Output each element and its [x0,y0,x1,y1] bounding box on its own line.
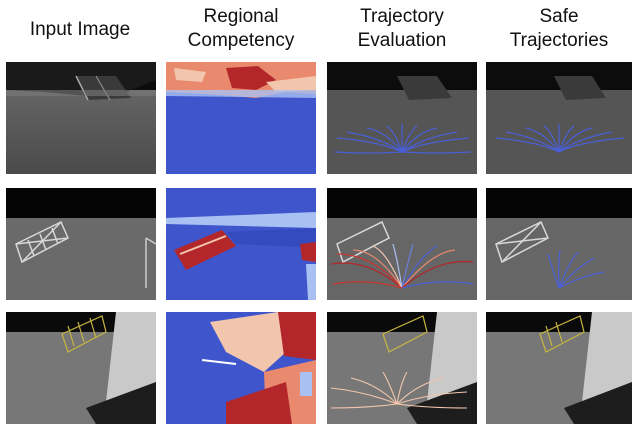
safe-trajectories-row3 [486,312,632,424]
safe-trajectories-row1 [486,62,632,174]
header-input-image: Input Image [29,19,131,40]
trajectory-eval-row3 [327,312,477,424]
safe-trajectories-row2 [486,188,632,300]
input-image-row2 [6,188,156,300]
competency-map-row3 [166,312,316,424]
trajectory-eval-row1 [327,62,477,174]
competency-map-row2 [166,188,316,300]
input-image-row1 [6,62,156,174]
input-image-row3 [6,312,156,424]
trajectory-eval-row2 [327,188,477,300]
competency-map-row1 [166,62,316,174]
